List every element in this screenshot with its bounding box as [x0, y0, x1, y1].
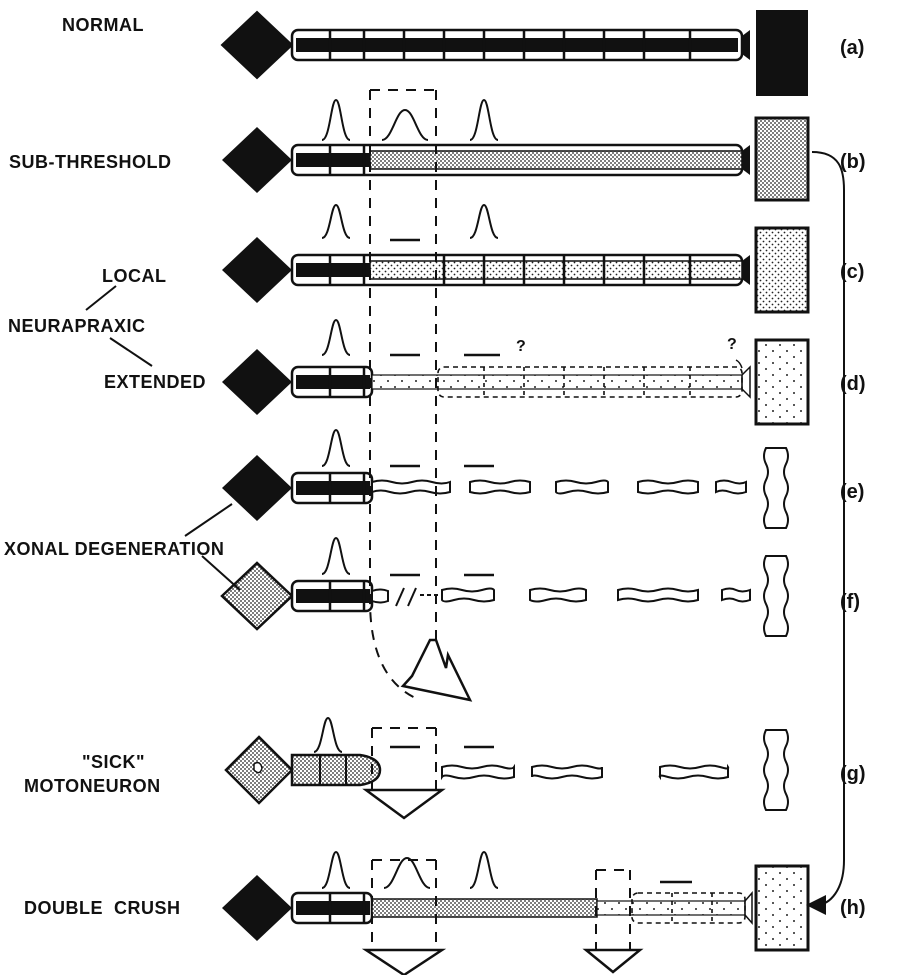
question-mark-2: ? [727, 336, 737, 353]
dashed-lesion-column [369, 89, 437, 701]
row-a-axon [220, 10, 808, 96]
label-local: LOCAL [102, 266, 167, 286]
label-axonal-degeneration: XONAL DEGENERATION [4, 539, 225, 559]
row-id-e: (e) [840, 481, 865, 503]
row-g-axon [224, 716, 789, 820]
row-id-h: (h) [840, 897, 866, 919]
row-f-axon [220, 536, 789, 637]
label-extended: EXTENDED [104, 372, 207, 392]
axonal-connector-e [184, 503, 233, 537]
row-d-axon [222, 318, 810, 426]
label-sick: "SICK" [82, 752, 146, 772]
row-b-axon [222, 98, 810, 202]
row-id-a: (a) [840, 37, 865, 59]
row-id-f: (f) [840, 591, 860, 613]
row-e-axon [222, 428, 789, 529]
row-c-axon [222, 203, 810, 314]
row-id-b: (b) [840, 151, 866, 173]
curved-arrowhead [400, 638, 473, 702]
extended-connector [109, 337, 153, 367]
row-id-c: (c) [840, 261, 865, 283]
local-connector [85, 285, 117, 311]
label-motoneuron: MOTONEURON [24, 776, 161, 796]
label-normal: NORMAL [62, 15, 144, 35]
label-double-crush: DOUBLE CRUSH [24, 898, 181, 918]
question-mark-1: ? [516, 338, 526, 355]
row-id-g: (g) [840, 763, 866, 785]
b-to-h-connector [806, 151, 845, 915]
label-sub-threshold: SUB-THRESHOLD [9, 152, 172, 172]
row-h-axon [222, 850, 810, 977]
axonal-connector-f [201, 555, 241, 591]
label-neurapraxic: NEURAPRAXIC [8, 316, 146, 336]
row-id-d: (d) [840, 373, 866, 395]
